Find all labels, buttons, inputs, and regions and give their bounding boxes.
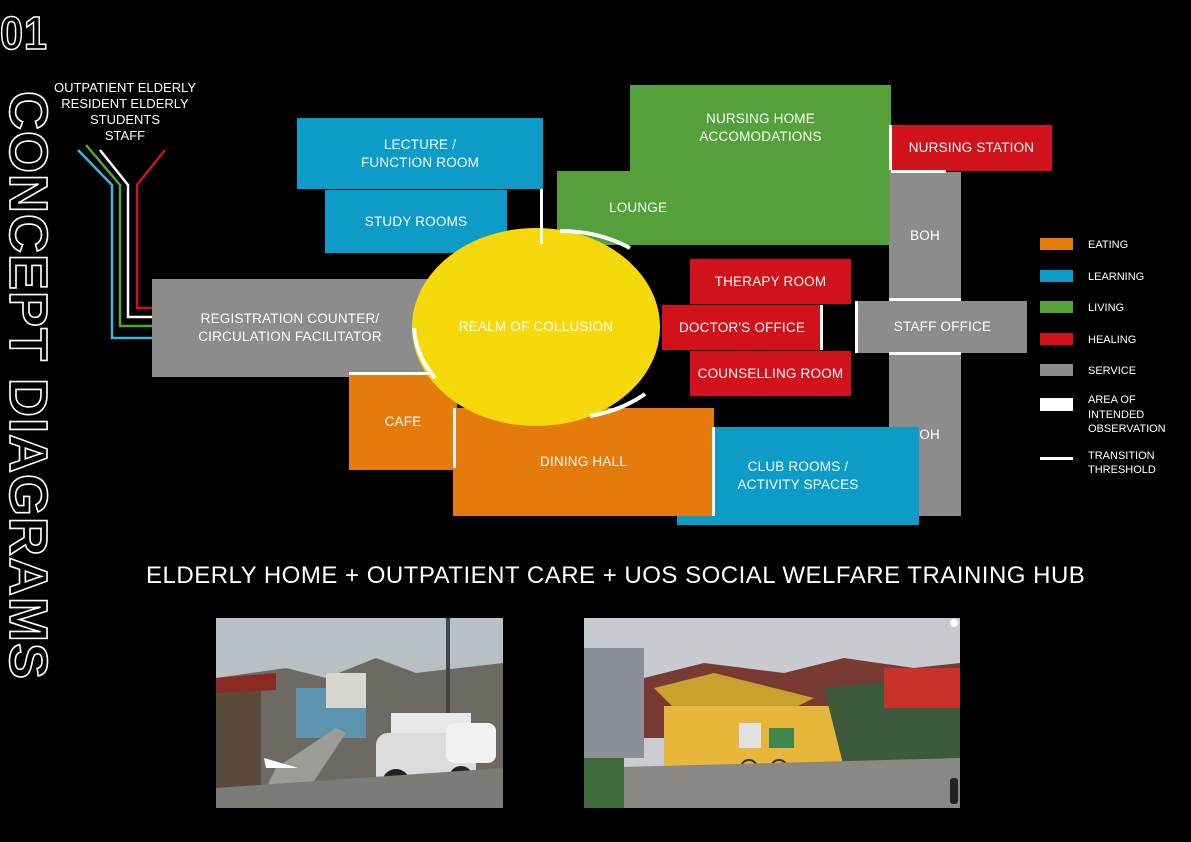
room-nursing-home: NURSING HOME ACCOMODATIONS [630,85,891,171]
flow-line-students [99,149,152,319]
user-group-staff: STAFF [104,128,146,143]
legend-label-threshold: TRANSITION THRESHOLD [1088,450,1156,476]
room-counselling: COUNSELLING ROOM [690,351,851,396]
street-photo-2-image [584,618,960,808]
street-photo-1-image [216,618,503,808]
legend-swatch-threshold [1040,457,1073,460]
legend-label-learning: LEARNING [1088,271,1145,283]
legend-label-healing: HEALING [1088,334,1137,346]
flow-line-staff [135,149,166,310]
threshold-line [453,408,456,468]
user-group-outpatient: OUTPATIENT ELDERLY [53,80,197,95]
threshold-line [349,372,429,375]
threshold-line [891,170,946,173]
legend-swatch-healing [1040,333,1073,345]
legend-label-eating: EATING [1088,239,1129,251]
street-photo-2 [584,618,960,808]
room-lounge: LOUNGE [557,171,891,245]
realm-threshold-bottom [589,392,647,418]
realm-label: REALM OF COLLUSION [458,319,614,334]
legend-swatch-learning [1040,270,1073,282]
page-number: 01 [0,6,48,60]
room-dining-hall: DINING HALL [453,408,714,516]
legend-label-service: SERVICE [1088,365,1137,377]
user-group-resident: RESIDENT ELDERLY [61,96,189,111]
threshold-line [889,125,892,170]
legend-label-observation: AREA OF INTENDED OBSERVATION [1088,394,1166,435]
flow-line-resident [85,144,152,328]
threshold-line [889,298,961,301]
room-cafe: CAFE [349,374,457,470]
user-groups-list: OUTPATIENT ELDERLY RESIDENT ELDERLY STUD… [40,80,210,144]
legend-swatch-eating [1040,238,1073,250]
room-club: CLUB ROOMS / ACTIVITY SPACES [677,427,919,525]
project-subtitle: ELDERLY HOME + OUTPATIENT CARE + UOS SOC… [146,562,1086,589]
room-nursing-station: NURSING STATION [891,125,1052,171]
room-lecture: LECTURE / FUNCTION ROOM [297,118,543,189]
flow-line-outpatient [77,149,152,340]
legend-swatch-service [1040,364,1073,376]
legend-label-living: LIVING [1088,302,1125,314]
legend-swatch-observation [1040,398,1073,411]
realm-threshold-top [559,228,631,250]
room-staff-office: STAFF OFFICE [858,301,1027,353]
threshold-line [855,301,858,353]
threshold-line [820,305,823,350]
realm-threshold-left [412,327,437,380]
threshold-line [540,189,543,244]
legend-swatch-living [1040,301,1073,313]
threshold-line [712,427,715,516]
room-boh-top: BOH [889,172,961,300]
street-photo-1 [216,618,503,808]
realm-of-collusion-ellipse [412,228,660,426]
room-registration: REGISTRATION COUNTER/ CIRCULATION FACILI… [152,279,428,377]
room-doctors-office: DOCTOR'S OFFICE [662,305,822,350]
room-therapy: THERAPY ROOM [690,259,851,304]
user-group-students: STUDENTS [89,112,161,127]
threshold-line [889,352,961,355]
